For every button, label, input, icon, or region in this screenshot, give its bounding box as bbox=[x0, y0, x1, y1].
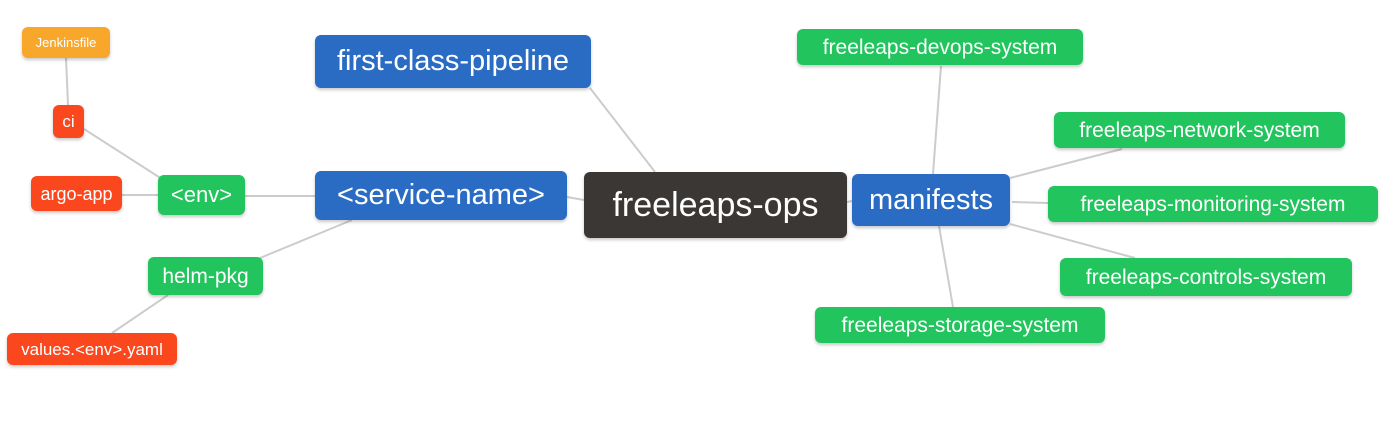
edge-first-class-pipeline-to-freeleaps-ops bbox=[589, 87, 656, 173]
node-freeleaps-controls-system[interactable]: freeleaps-controls-system bbox=[1060, 258, 1352, 296]
node-freeleaps-ops[interactable]: freeleaps-ops bbox=[584, 172, 847, 238]
node-helm-pkg[interactable]: helm-pkg bbox=[148, 257, 263, 295]
node-service-name[interactable]: <service-name> bbox=[315, 171, 567, 220]
edge-values-env-yaml-to-helm-pkg bbox=[111, 294, 169, 334]
edge-service-name-to-freeleaps-ops bbox=[566, 196, 585, 201]
node-freeleaps-network-system[interactable]: freeleaps-network-system bbox=[1054, 112, 1345, 148]
node-env[interactable]: <env> bbox=[158, 175, 245, 215]
edge-manifests-to-freeleaps-storage-system bbox=[938, 225, 954, 308]
node-freeleaps-storage-system[interactable]: freeleaps-storage-system bbox=[815, 307, 1105, 343]
node-values-env-yaml[interactable]: values.<env>.yaml bbox=[7, 333, 177, 365]
edge-manifests-to-freeleaps-monitoring-system bbox=[1011, 201, 1049, 204]
node-argo-app[interactable]: argo-app bbox=[31, 176, 122, 211]
node-ci[interactable]: ci bbox=[53, 105, 84, 138]
edge-freeleaps-ops-to-manifests bbox=[846, 200, 853, 203]
edge-manifests-to-freeleaps-controls-system bbox=[1009, 223, 1136, 259]
edge-manifests-to-freeleaps-network-system bbox=[1009, 148, 1123, 179]
node-freeleaps-devops-system[interactable]: freeleaps-devops-system bbox=[797, 29, 1083, 65]
node-jenkinsfile[interactable]: Jenkinsfile bbox=[22, 27, 110, 58]
edge-ci-to-env bbox=[83, 128, 163, 180]
node-first-class-pipeline[interactable]: first-class-pipeline bbox=[315, 35, 591, 88]
edge-jenkinsfile-to-ci bbox=[65, 57, 69, 106]
edge-helm-pkg-to-service-name bbox=[259, 219, 353, 259]
edge-manifests-to-freeleaps-devops-system bbox=[932, 65, 942, 175]
node-freeleaps-monitoring-system[interactable]: freeleaps-monitoring-system bbox=[1048, 186, 1378, 222]
node-manifests[interactable]: manifests bbox=[852, 174, 1010, 226]
